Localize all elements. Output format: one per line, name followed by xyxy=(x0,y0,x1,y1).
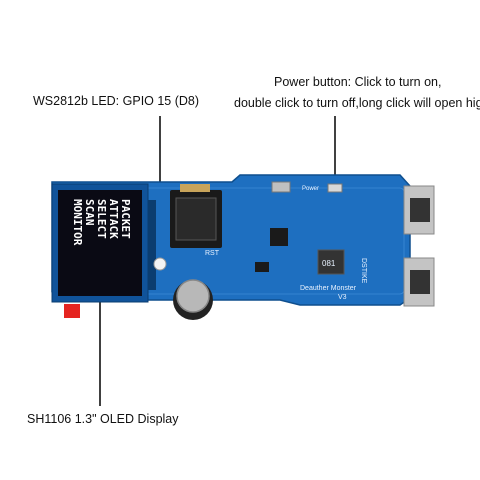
oled-line-4: SCAN xyxy=(83,199,96,226)
power-button-label-line2: double click to turn off,long click will… xyxy=(234,96,480,110)
board-name-text: Deauther Monster xyxy=(300,285,357,292)
oled-label: SH1106 1.3" OLED Display xyxy=(27,412,179,426)
coin-battery xyxy=(176,279,210,313)
led-label: WS2812b LED: GPIO 15 (D8) xyxy=(33,94,200,108)
power-button-label-line1: Power button: Click to turn on, xyxy=(274,75,442,89)
antenna xyxy=(180,184,210,192)
oled-line-5: MONITOR xyxy=(71,199,84,246)
oled-line-1: PACKET xyxy=(119,199,132,239)
oled-line-2: ATTACK xyxy=(107,199,120,239)
ic-chip-1 xyxy=(270,228,288,246)
ws2812b-led xyxy=(153,257,167,271)
red-tag xyxy=(64,304,80,318)
board-version-text: V3 xyxy=(338,294,347,301)
oled-ribbon xyxy=(148,200,156,290)
inductor xyxy=(317,249,345,275)
power-button xyxy=(327,183,343,193)
oled-line-3: SELECT xyxy=(95,199,108,239)
ic-chip-2 xyxy=(255,262,269,272)
power-text: Power xyxy=(302,186,319,192)
oled-menu: PACKET ATTACK SELECT SCAN MONITOR xyxy=(71,199,132,246)
oled-screen xyxy=(58,190,142,296)
usb-a-port-1-slot xyxy=(410,198,430,222)
dstike-text: DSTIKE xyxy=(360,258,367,284)
rst-text: RST xyxy=(205,250,220,257)
usb-a-port-2-slot xyxy=(410,270,430,294)
micro-usb-port xyxy=(271,181,291,193)
esp-shield xyxy=(175,197,217,241)
inductor-marking: 081 xyxy=(322,259,336,268)
